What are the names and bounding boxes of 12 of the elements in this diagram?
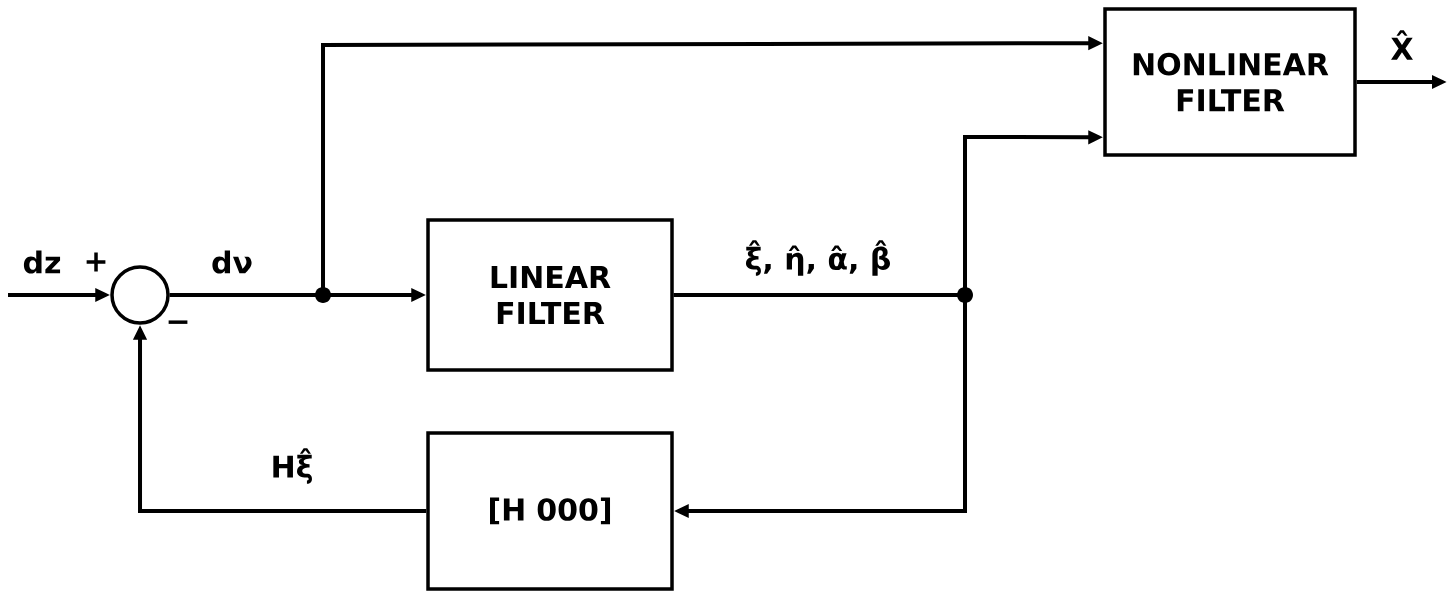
process-box: [H 000] (426, 431, 674, 591)
summing-junction (110, 265, 170, 325)
edge-label: X̂ (1391, 30, 1413, 60)
sign-label: − (168, 320, 188, 324)
edge-label: dν (212, 250, 252, 274)
edge-label: dz (23, 250, 61, 274)
sign-label: + (86, 252, 106, 272)
arrow (673, 293, 967, 519)
process-box: LINEAR FILTER (426, 218, 674, 372)
edge-label: Hξ̂ (273, 448, 312, 484)
process-box: NONLINEAR FILTER (1103, 7, 1357, 157)
edge-label: ξ̂, η̂, α̂, β̂ (745, 240, 890, 276)
